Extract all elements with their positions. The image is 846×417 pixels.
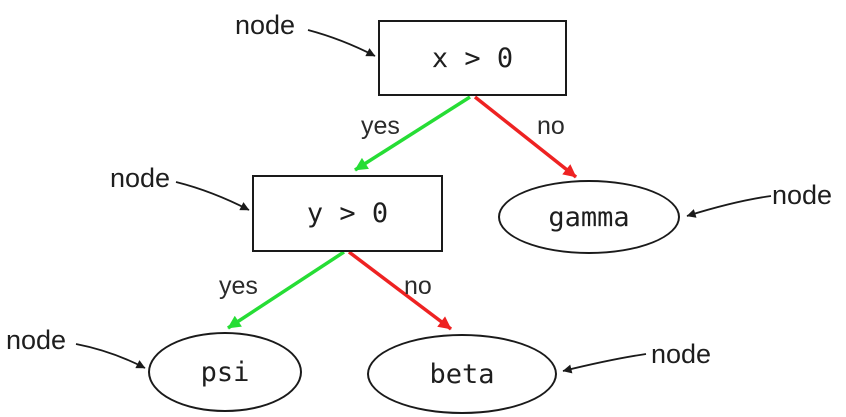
leaf-node-gamma[interactable]: gamma — [498, 180, 680, 254]
annotation-label-beta: node — [651, 339, 712, 369]
leaf-node-psi-label: psi — [200, 356, 250, 388]
decision-node-x[interactable]: x > 0 — [378, 20, 567, 96]
leaf-node-beta-label: beta — [429, 358, 495, 390]
edge-root-no — [473, 95, 578, 179]
annotation-arrow-gamma — [686, 195, 772, 218]
edge-y-no — [347, 250, 453, 331]
annotation-arrow-psi — [75, 343, 146, 369]
edge-label-root-no: no — [537, 112, 565, 140]
annotation-label-gamma: node — [772, 180, 833, 210]
annotation-label-y: node — [110, 163, 171, 193]
edge-y-yes — [227, 250, 345, 330]
annotation-label-psi: node — [6, 325, 67, 355]
annotation-arrow-root — [307, 29, 376, 57]
annotation-label-root: node — [235, 10, 296, 40]
edge-label-y-yes: yes — [219, 272, 258, 300]
decision-node-x-label: x > 0 — [431, 42, 514, 74]
edge-root-yes — [354, 95, 471, 172]
annotation-arrow-beta — [562, 353, 647, 374]
edge-label-y-no: no — [404, 272, 432, 300]
decision-node-y[interactable]: y > 0 — [252, 175, 443, 252]
decision-node-y-label: y > 0 — [306, 198, 389, 229]
leaf-node-psi[interactable]: psi — [148, 332, 302, 412]
leaf-node-gamma-label: gamma — [548, 201, 630, 233]
edge-label-root-yes: yes — [361, 112, 400, 140]
leaf-node-beta[interactable]: beta — [367, 334, 557, 414]
annotation-arrow-y — [175, 181, 250, 211]
